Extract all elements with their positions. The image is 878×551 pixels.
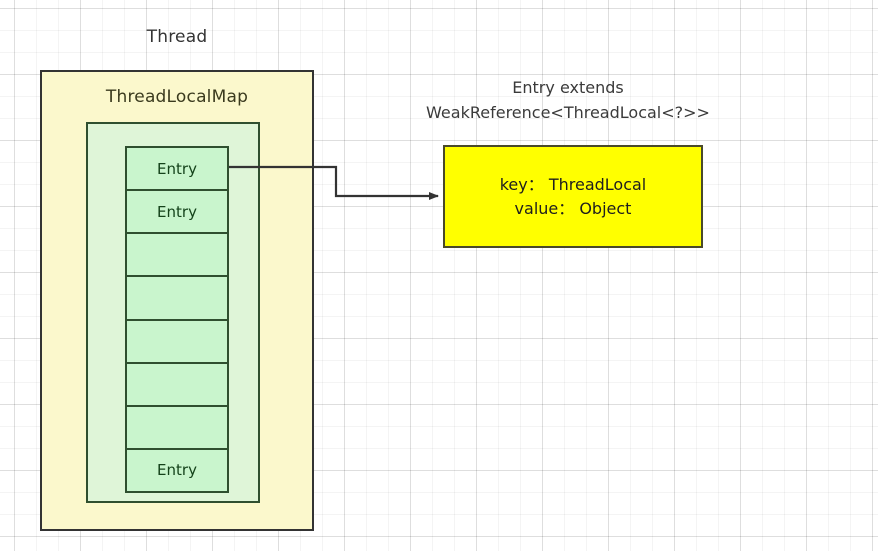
entry-cell[interactable] xyxy=(127,406,227,450)
entry-table: Entry Entry Entry xyxy=(125,146,229,493)
caption-line-2: WeakReference<ThreadLocal<?>> xyxy=(426,103,710,122)
entry-cell[interactable] xyxy=(127,234,227,278)
entry-extends-caption: Entry extends WeakReference<ThreadLocal<… xyxy=(408,75,728,125)
entry-value-line: value： Object xyxy=(514,198,632,218)
entry-cell[interactable]: Entry xyxy=(127,148,227,192)
threadlocalmap-label: ThreadLocalMap xyxy=(105,87,249,107)
entry-cell[interactable] xyxy=(127,363,227,407)
entry-cell[interactable]: Entry xyxy=(127,449,227,491)
entry-key-line: key： ThreadLocal xyxy=(499,174,647,194)
entry-cell[interactable] xyxy=(127,320,227,364)
entry-cell[interactable] xyxy=(127,277,227,321)
caption-line-1: Entry extends xyxy=(512,78,624,97)
entry-detail-box: key： ThreadLocal value： Object xyxy=(443,145,703,248)
entry-cell[interactable]: Entry xyxy=(127,191,227,235)
thread-label: Thread xyxy=(146,27,208,47)
